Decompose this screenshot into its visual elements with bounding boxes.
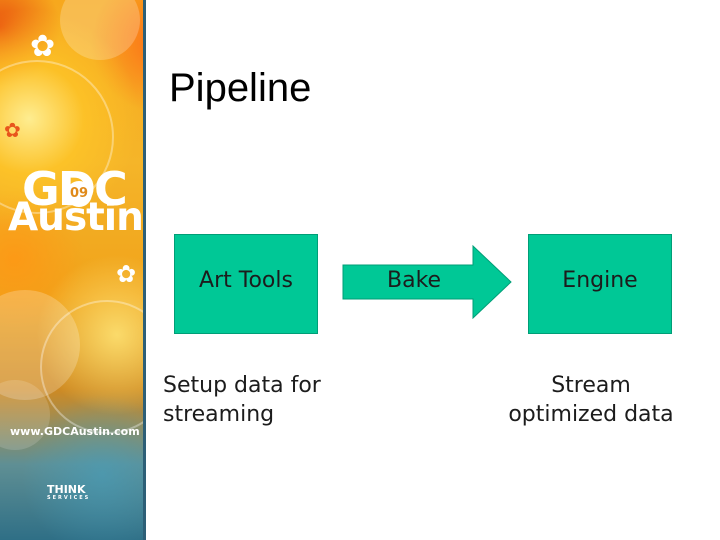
node-art-tools: Art Tools [174, 234, 318, 334]
logo-city-text: Austin [8, 195, 144, 240]
caption-engine-line-2: optimized data [508, 402, 674, 427]
website-url: www.GDCAustin.com [10, 425, 140, 438]
slide-title: Pipeline [169, 66, 312, 110]
flower-icon: ✿ [30, 29, 56, 64]
flower-icon: ✿ [116, 260, 137, 288]
bake-arrow-shape [342, 245, 512, 319]
caption-engine-line-1: Stream [551, 373, 631, 398]
node-engine: Engine [528, 234, 672, 334]
caption-art-tools: Setup data for streaming [163, 371, 321, 429]
sponsor-logo: THINK SERVICES [47, 483, 90, 501]
bake-arrow-label: Bake [387, 268, 442, 293]
caption-engine: Stream optimized data [496, 371, 686, 429]
caption-art-tools-line-1: Setup data for [163, 373, 321, 398]
sponsor-sub: SERVICES [47, 495, 91, 501]
logo-year-badge: 09 [66, 181, 92, 207]
node-engine-label: Engine [562, 267, 638, 293]
banner-edge [143, 0, 146, 540]
bake-arrow [342, 245, 512, 319]
sponsor-name: THINK [47, 483, 86, 496]
caption-art-tools-line-2: streaming [163, 402, 275, 427]
node-art-tools-label: Art Tools [199, 267, 293, 293]
flower-icon: ✿ [4, 118, 21, 142]
gdc-banner: ✿ ✿ ✿ GDC 09 Austin www.GDCAustin.com TH… [0, 0, 146, 540]
